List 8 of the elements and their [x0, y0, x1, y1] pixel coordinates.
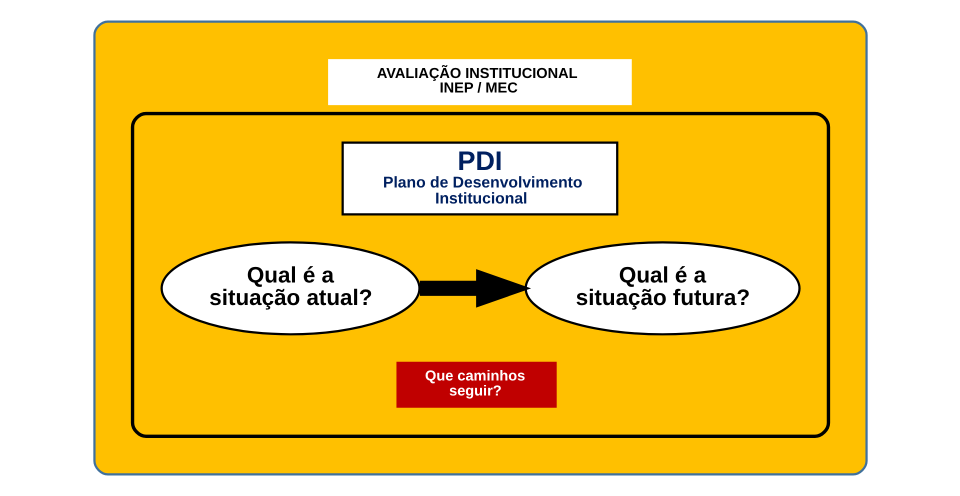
node-box: AVALIAÇÃO INSTITUCIONAL INEP / MEC — [328, 59, 632, 106]
arrow — [419, 269, 531, 308]
node-ellipse: Qual é a situação atual? — [160, 241, 420, 336]
node-ellipse: Qual é a situação futura? — [524, 241, 800, 336]
node-box: Que caminhos seguir? — [396, 362, 556, 408]
cluster — [92, 20, 868, 476]
node-box: PDI Plano de Desenvolvimento Institucional — [341, 142, 618, 216]
cluster — [130, 112, 830, 438]
